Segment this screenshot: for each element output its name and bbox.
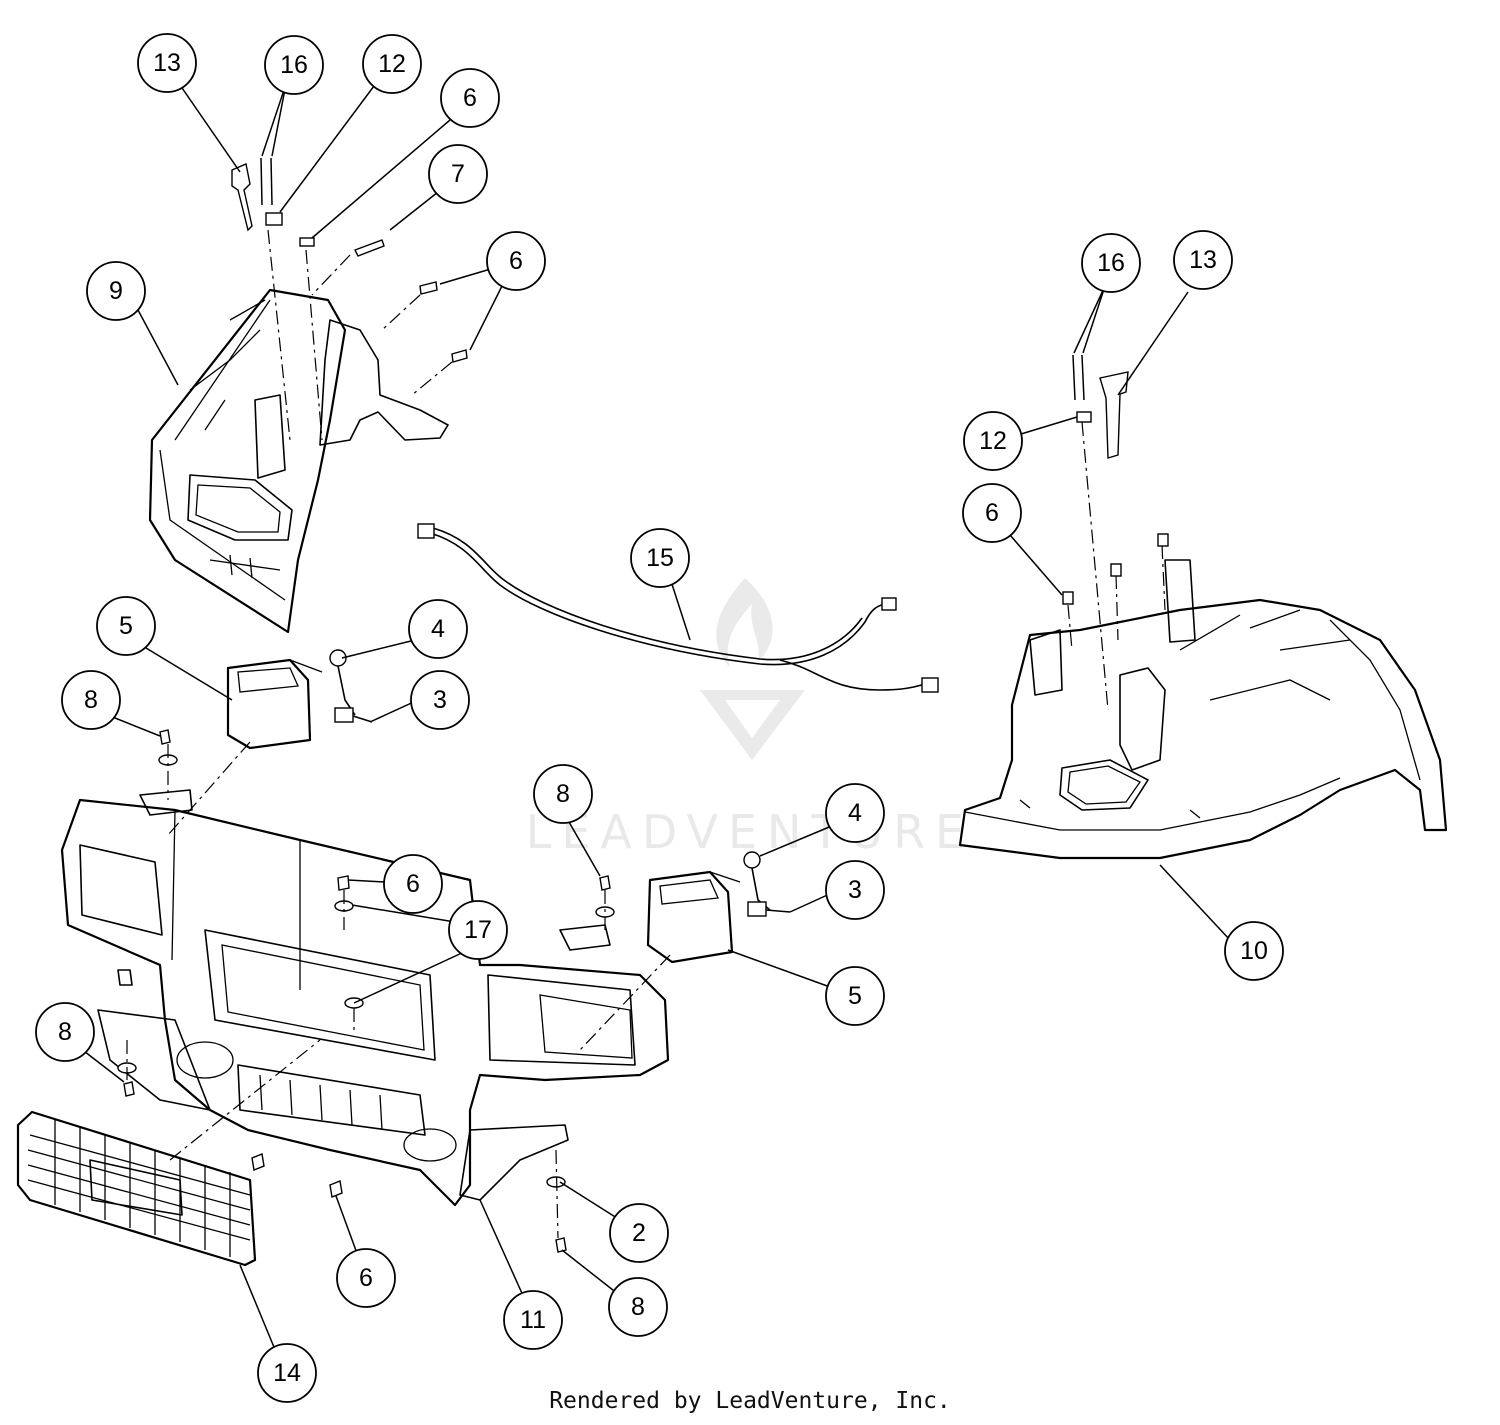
callout-6-top: 6	[440, 68, 500, 128]
part-16-pins-left	[260, 157, 273, 206]
part-3-wire-right	[765, 909, 791, 913]
part-16-pins-right	[1072, 354, 1085, 401]
leader-lines	[79, 83, 1231, 1353]
callout-label: 3	[433, 686, 447, 714]
callout-8-bottom: 8	[608, 1277, 668, 1337]
part-10-right-side-panel	[958, 559, 1448, 860]
callout-label: 17	[464, 916, 492, 944]
watermark-text: LEADVENTURE	[526, 805, 975, 859]
callout-label: 14	[273, 1359, 301, 1387]
callout-label: 12	[378, 50, 406, 78]
part-15-wiring-harness	[417, 523, 939, 693]
part-3-connector-right	[747, 901, 767, 917]
part-6-bolt-front-a	[251, 1153, 265, 1171]
callout-label: 6	[509, 247, 523, 275]
callout-11: 11	[503, 1290, 563, 1350]
callout-label: 13	[153, 49, 181, 77]
callout-label: 8	[58, 1018, 72, 1046]
callout-16-left: 16	[264, 35, 324, 95]
part-2-washer	[546, 1176, 566, 1188]
callout-label: 13	[1189, 246, 1217, 274]
callout-17: 17	[448, 900, 508, 960]
part-12-bracket-right	[1076, 411, 1092, 423]
callout-4-right: 4	[825, 783, 885, 843]
part-14-grille	[16, 1110, 257, 1267]
callout-label: 6	[406, 870, 420, 898]
callout-13-left: 13	[137, 33, 197, 93]
callout-label: 8	[556, 780, 570, 808]
watermark-flame-icon	[716, 578, 773, 668]
callout-label: 8	[631, 1293, 645, 1321]
callout-3-right: 3	[825, 860, 885, 920]
part-6-bolt-side-a	[419, 281, 438, 295]
part-13-latch-left	[231, 163, 253, 232]
part-5-headlight-right	[646, 870, 741, 964]
callout-label: 16	[1097, 249, 1125, 277]
watermark-v-icon	[700, 690, 805, 760]
callout-6-right: 6	[962, 483, 1022, 543]
part-6-bolt-right-b	[1110, 563, 1122, 577]
part-12-bracket-left	[265, 212, 283, 226]
part-7-fastener	[354, 239, 385, 257]
callout-10: 10	[1224, 921, 1284, 981]
callout-6-bottom: 6	[336, 1248, 396, 1308]
callout-label: 11	[520, 1306, 546, 1334]
callout-12-right: 12	[963, 411, 1023, 471]
callout-13-right: 13	[1173, 230, 1233, 290]
callout-4-left: 4	[408, 599, 468, 659]
part-3-connector-left	[334, 707, 354, 723]
callout-label: 9	[109, 277, 123, 305]
callout-label: 4	[848, 799, 862, 827]
part-11-front-bumper	[60, 789, 670, 1207]
callout-label: 10	[1240, 937, 1268, 965]
part-6-bolt-right-c	[1157, 533, 1169, 547]
callout-label: 16	[280, 51, 308, 79]
callout-16-right: 16	[1081, 233, 1141, 293]
callout-6-front: 6	[383, 854, 443, 914]
callout-5-right: 5	[825, 966, 885, 1026]
part-4-bulb-socket-right	[743, 851, 771, 911]
callout-7: 7	[428, 144, 488, 204]
callout-6-side: 6	[486, 231, 546, 291]
callout-5-left: 5	[96, 596, 156, 656]
callout-12-left: 12	[362, 34, 422, 94]
callout-label: 6	[463, 84, 477, 112]
callout-8-left-bottom: 8	[35, 1002, 95, 1062]
watermark: LEADVENTURE	[526, 578, 975, 859]
callout-label: 3	[848, 876, 862, 904]
callout-label: 4	[431, 615, 445, 643]
callout-14: 14	[257, 1343, 317, 1403]
callout-label: 5	[119, 612, 133, 640]
callout-label: 7	[451, 160, 465, 188]
part-9-left-side-panel	[148, 288, 449, 634]
callout-label: 6	[359, 1264, 373, 1292]
part-6-bolt-top	[299, 237, 315, 247]
callout-label: 15	[646, 544, 674, 572]
callout-label: 2	[632, 1219, 646, 1247]
callout-label: 8	[84, 686, 98, 714]
callout-label: 5	[848, 982, 862, 1010]
callout-2: 2	[609, 1203, 669, 1263]
callout-label: 12	[979, 427, 1007, 455]
callout-9: 9	[86, 261, 146, 321]
assembly-lines-right	[1067, 421, 1166, 711]
part-4-bulb-socket-left	[329, 649, 356, 716]
callout-8-mid: 8	[533, 764, 593, 824]
part-6-bolt-side-b	[451, 349, 468, 363]
callout-15: 15	[630, 528, 690, 588]
callout-8-left-top: 8	[61, 670, 121, 730]
part-6-bolt-front-b	[329, 1180, 343, 1198]
part-5-headlight-left	[226, 658, 323, 750]
part-6-bolt-right-a	[1062, 591, 1074, 605]
assembly-lines-front	[126, 741, 671, 1239]
footer-credit: Rendered by LeadVenture, Inc.	[549, 1388, 951, 1414]
callout-label: 6	[985, 499, 999, 527]
callout-3-left: 3	[410, 670, 470, 730]
assembly-lines-left	[267, 229, 453, 441]
part-3-wire-left	[352, 715, 373, 723]
part-13-latch-right	[1099, 371, 1129, 459]
